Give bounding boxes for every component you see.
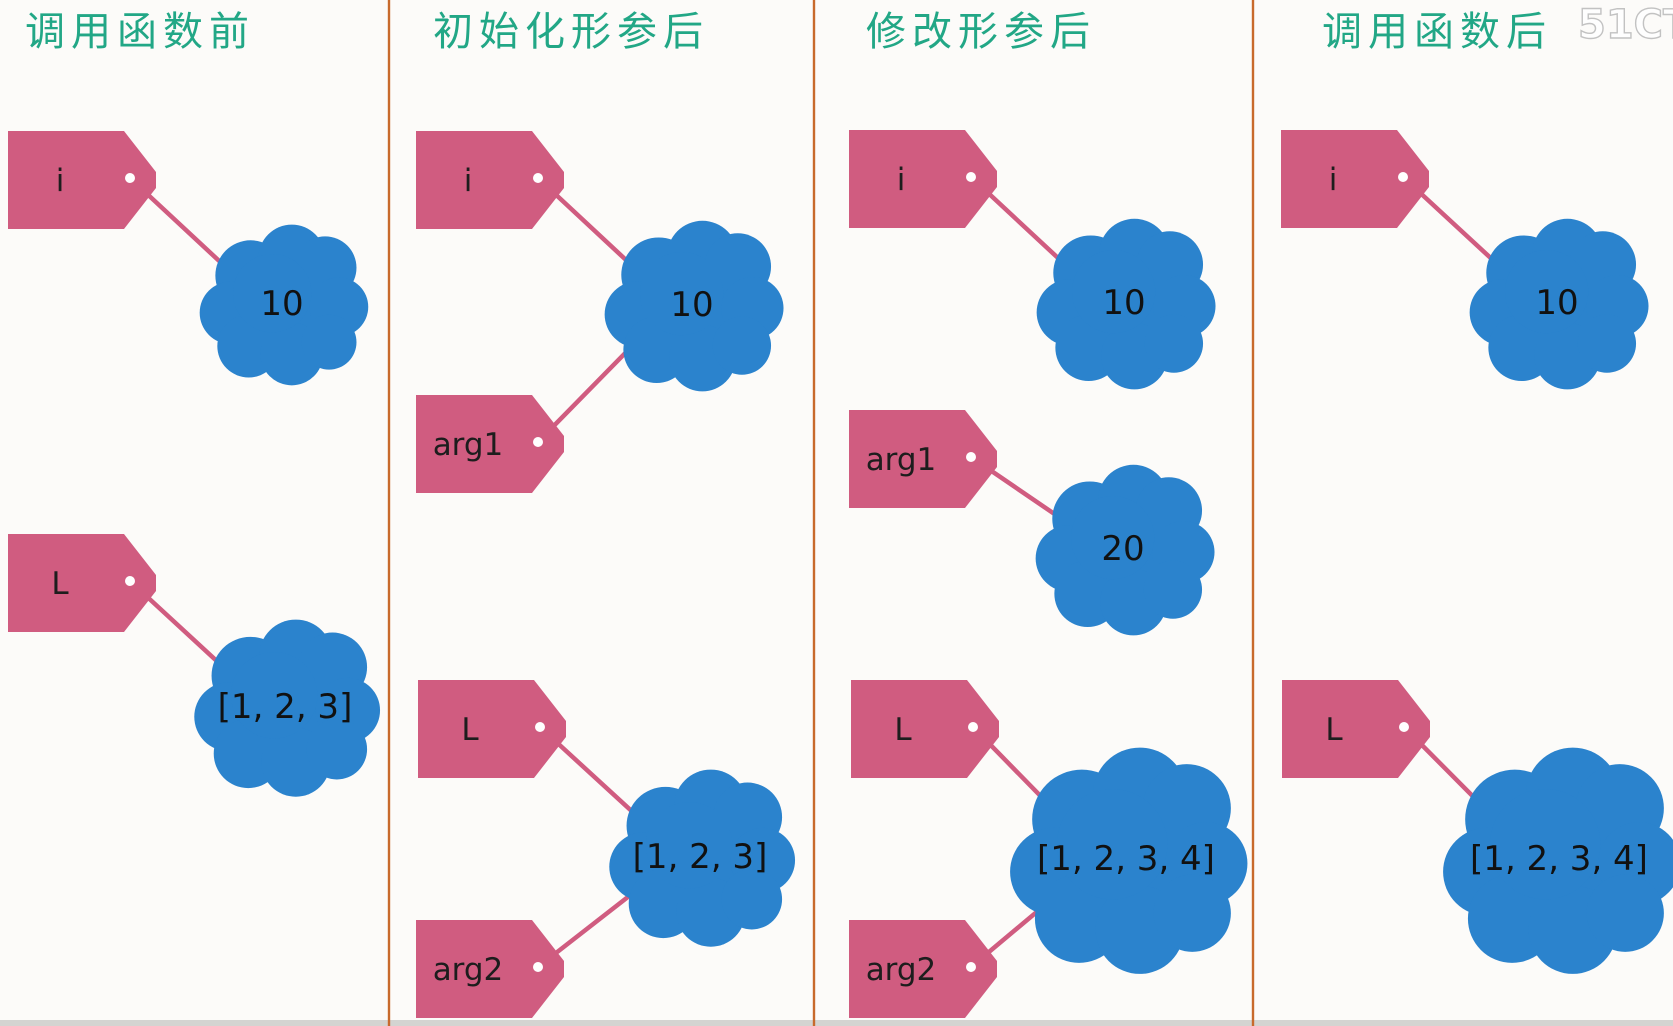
value-label: [1, 2, 3, 4] [1037, 839, 1215, 879]
value-cloud: [1, 2, 3] [609, 769, 796, 947]
tag-hole [966, 962, 976, 972]
tag-hole [125, 576, 135, 586]
tag-hole [1398, 172, 1408, 182]
tag-hole [125, 173, 135, 183]
value-cloud: [1, 2, 3, 4] [1010, 747, 1248, 974]
panel-title: 调用函数后 [1322, 9, 1552, 55]
variable-tag: L [8, 534, 156, 632]
panel-title: 初始化形参后 [433, 9, 709, 55]
bottom-edge [0, 1020, 1673, 1026]
variable-label: i [464, 163, 473, 199]
tag-hole [535, 722, 545, 732]
value-cloud: 10 [1036, 218, 1216, 390]
variable-label: i [56, 163, 65, 199]
tag-hole [1399, 722, 1409, 732]
value-cloud: [1, 2, 3, 4] [1443, 747, 1673, 974]
tag-hole [533, 173, 543, 183]
variable-tag: i [849, 130, 997, 228]
variable-tag: arg2 [416, 920, 564, 1018]
variable-label: arg2 [866, 952, 937, 988]
variable-tag: arg1 [849, 410, 997, 508]
value-label: [1, 2, 3, 4] [1470, 839, 1648, 879]
value-label: 10 [260, 284, 303, 324]
value-label: [1, 2, 3] [633, 837, 768, 877]
variable-tag: L [418, 680, 566, 778]
tag-hole [533, 962, 543, 972]
value-label: 10 [1535, 283, 1578, 323]
variable-label: arg1 [433, 427, 504, 463]
value-label: 10 [1102, 283, 1145, 323]
tag-hole [966, 452, 976, 462]
value-label: [1, 2, 3] [218, 687, 353, 727]
variable-label: L [1325, 712, 1343, 748]
variable-label: i [1329, 162, 1338, 198]
tag-hole [533, 437, 543, 447]
variable-tag: i [416, 131, 564, 229]
value-cloud: 10 [604, 220, 784, 392]
variable-label: i [897, 162, 906, 198]
variable-tag: L [851, 680, 999, 778]
value-label: 10 [670, 285, 713, 325]
panel-title: 调用函数前 [25, 9, 255, 55]
value-label: 20 [1101, 529, 1144, 569]
value-cloud: 20 [1035, 464, 1215, 636]
variable-label: L [51, 566, 69, 602]
panel-4: 调用函数后 10 [1, 2, 3, 4] iL [1281, 9, 1673, 974]
panel-title: 修改形参后 [866, 9, 1096, 55]
tag-hole [966, 172, 976, 182]
variable-label: L [461, 712, 479, 748]
variable-tag: L [1282, 680, 1430, 778]
watermark-logo: 51CTO [1578, 2, 1673, 48]
variable-label: arg1 [866, 442, 937, 478]
variable-tag: i [1281, 130, 1429, 228]
panel-1: 调用函数前 10 [1, 2, 3] iL [8, 9, 381, 797]
variable-label: L [894, 712, 912, 748]
tag-hole [968, 722, 978, 732]
variable-tag: i [8, 131, 156, 229]
value-cloud: 10 [1469, 218, 1649, 390]
value-cloud: [1, 2, 3] [194, 619, 381, 797]
value-cloud: 10 [199, 224, 369, 386]
variable-tag: arg2 [849, 920, 997, 1018]
variable-tag: arg1 [416, 395, 564, 493]
variable-label: arg2 [433, 952, 504, 988]
